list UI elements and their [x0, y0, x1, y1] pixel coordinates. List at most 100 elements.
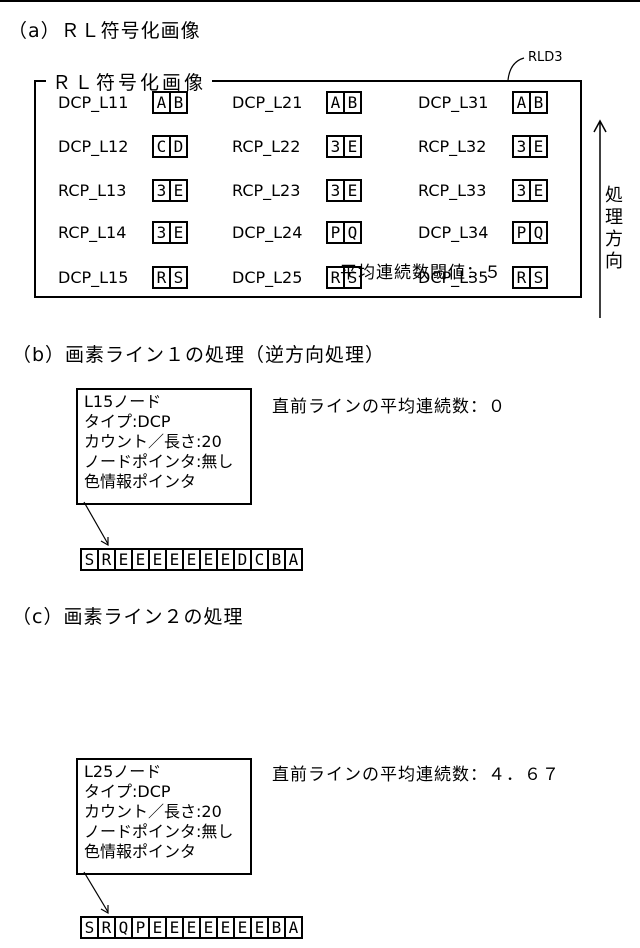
- pointer-c-line: [84, 872, 108, 912]
- grid-cell: P: [514, 223, 531, 242]
- sequence-cell: D: [235, 550, 252, 569]
- node-b-line-4: ノードポインタ:無し: [84, 452, 244, 472]
- pointer-arrow-b: [80, 500, 120, 550]
- l25-node-box: L25ノード タイプ:DCP カウント／長さ:20 ノードポインタ:無し 色情報…: [76, 758, 252, 875]
- sequence-cell: S: [82, 550, 99, 569]
- grid-cell: Q: [345, 223, 362, 242]
- grid-cell-pair: 3E: [326, 179, 362, 202]
- grid-label: RCP_L32: [418, 137, 486, 156]
- grid-cell: E: [531, 137, 548, 156]
- grid-cell: B: [345, 93, 362, 112]
- node-b-line-3: カウント／長さ:20: [84, 432, 244, 452]
- rld3-ref-label: RLD3: [528, 50, 563, 65]
- grid-cell: 3: [154, 181, 171, 200]
- pointer-arrow-c: [80, 870, 120, 920]
- sequence-cell: A: [286, 918, 303, 937]
- direction-label: 処 理 方 向: [604, 185, 624, 273]
- sequence-cell: P: [133, 918, 150, 937]
- grid-cell-pair: RS: [152, 266, 188, 289]
- sequence-cell: C: [252, 550, 269, 569]
- sequence-cell: E: [167, 550, 184, 569]
- sequence-cell: E: [218, 918, 235, 937]
- grid-cell-pair: 3E: [152, 221, 188, 244]
- node-b-line-2: タイプ:DCP: [84, 412, 244, 432]
- grid-label: DCP_L12: [58, 137, 128, 156]
- grid-cell: S: [531, 268, 548, 287]
- grid-cell: 3: [328, 181, 345, 200]
- grid-cell: A: [154, 93, 171, 112]
- sequence-b: SREEEEEEEDCBA: [80, 548, 303, 571]
- grid-cell-pair: CD: [152, 135, 188, 158]
- top-rule: [0, 0, 640, 2]
- grid-label: DCP_L34: [418, 223, 488, 242]
- direction-char-2: 理: [604, 207, 624, 229]
- grid-label: DCP_L15: [58, 268, 128, 287]
- sequence-cell: E: [133, 550, 150, 569]
- grid-cell-pair: PQ: [512, 221, 548, 244]
- sequence-cell: E: [116, 550, 133, 569]
- sequence-cell: B: [269, 550, 286, 569]
- sequence-cell: R: [99, 550, 116, 569]
- grid-cell: E: [345, 181, 362, 200]
- grid-cell-pair: 3E: [512, 179, 548, 202]
- grid-cell-pair: RS: [512, 266, 548, 289]
- grid-cell: 3: [154, 223, 171, 242]
- grid-cell-pair: 3E: [512, 135, 548, 158]
- grid-label: RCP_L13: [58, 181, 126, 200]
- sequence-cell: R: [99, 918, 116, 937]
- sequence-cell: E: [252, 918, 269, 937]
- grid-cell: E: [531, 181, 548, 200]
- grid-cell: 3: [514, 181, 531, 200]
- grid-cell: A: [328, 93, 345, 112]
- node-c-line-4: ノードポインタ:無し: [84, 822, 244, 842]
- section-a-heading: （a）ＲＬ符号化画像: [8, 16, 201, 43]
- grid-cell: R: [154, 268, 171, 287]
- grid-cell: E: [345, 137, 362, 156]
- grid-cell-pair: AB: [152, 91, 188, 114]
- grid-cell-pair: 3E: [326, 135, 362, 158]
- grid-cell-pair: AB: [326, 91, 362, 114]
- avg-run-c: 直前ラインの平均連続数：４．６７: [272, 760, 560, 785]
- grid-label: DCP_L24: [232, 223, 302, 242]
- grid-cell: B: [171, 93, 188, 112]
- sequence-cell: E: [167, 918, 184, 937]
- pointer-b-line: [84, 502, 108, 544]
- sequence-cell: E: [201, 918, 218, 937]
- sequence-cell: E: [218, 550, 235, 569]
- node-c-line-3: カウント／長さ:20: [84, 802, 244, 822]
- grid-cell: Q: [531, 223, 548, 242]
- node-c-line-2: タイプ:DCP: [84, 782, 244, 802]
- avg-run-b: 直前ラインの平均連続数：０: [272, 392, 506, 417]
- section-b-heading: （b）画素ライン１の処理（逆方向処理）: [12, 340, 385, 367]
- grid-label: RCP_L33: [418, 181, 486, 200]
- sequence-cell: S: [82, 918, 99, 937]
- sequence-cell: E: [184, 918, 201, 937]
- grid-label: RCP_L22: [232, 137, 300, 156]
- grid-cell: 3: [328, 137, 345, 156]
- node-b-line-5: 色情報ポインタ: [84, 472, 244, 492]
- grid-label: RCP_L23: [232, 181, 300, 200]
- section-c-heading: （c）画素ライン２の処理: [12, 602, 243, 629]
- grid-label: DCP_L21: [232, 93, 302, 112]
- l15-node-box: L15ノード タイプ:DCP カウント／長さ:20 ノードポインタ:無し 色情報…: [76, 388, 252, 505]
- sequence-cell: E: [201, 550, 218, 569]
- direction-char-3: 方: [604, 229, 624, 251]
- grid-cell-pair: 3E: [152, 179, 188, 202]
- sequence-cell: E: [235, 918, 252, 937]
- sequence-cell: Q: [116, 918, 133, 937]
- grid-cell-pair: AB: [512, 91, 548, 114]
- sequence-cell: E: [150, 550, 167, 569]
- direction-char-1: 処: [604, 185, 624, 207]
- grid-cell: 3: [514, 137, 531, 156]
- sequence-cell: E: [184, 550, 201, 569]
- direction-char-4: 向: [604, 251, 624, 273]
- grid-cell: A: [514, 93, 531, 112]
- grid-cell: P: [328, 223, 345, 242]
- rld3-leader-line: [508, 58, 524, 80]
- sequence-cell: E: [150, 918, 167, 937]
- grid-cell: R: [514, 268, 531, 287]
- threshold-text: 平均連続数閾値：５: [340, 258, 502, 283]
- sequence-cell: A: [286, 550, 303, 569]
- grid-label: RCP_L14: [58, 223, 126, 242]
- sequence-c: SRQPEEEEEEEBA: [80, 916, 303, 939]
